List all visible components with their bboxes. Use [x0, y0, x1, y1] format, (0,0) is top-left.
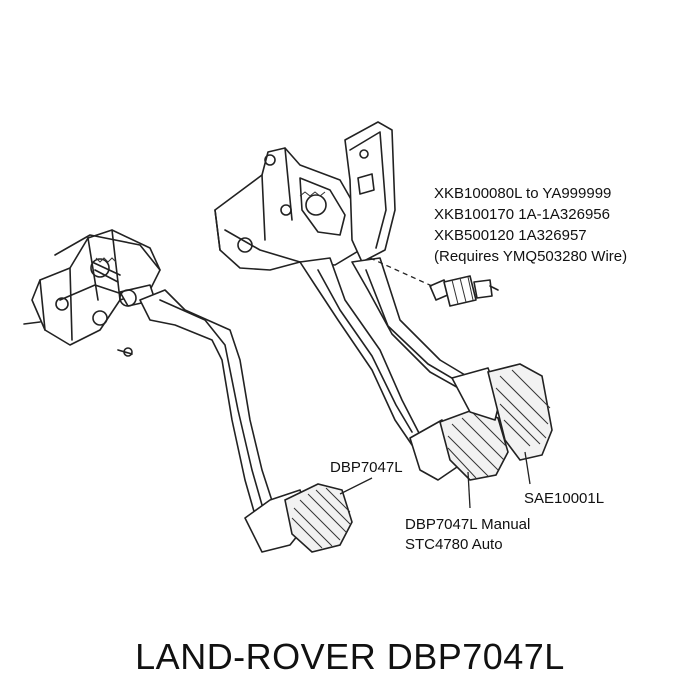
leader-lines [339, 451, 531, 509]
brake-switch [369, 257, 499, 307]
brake-pedal-label-manual: DBP7047L Manual [405, 516, 531, 533]
accelerator-pedal [451, 363, 553, 461]
switch-spec-line: (Requires YMQ503280 Wire) [434, 248, 628, 265]
accelerator-arm [351, 257, 471, 391]
clutch-bracket [23, 229, 161, 357]
switch-spec-line: XKB500120 1A326957 [434, 227, 587, 244]
clutch-pedal [244, 483, 353, 553]
part-caption: LAND-ROVER DBP7047L [135, 636, 565, 677]
brake-arm [299, 257, 421, 446]
clutch-pedal-label: DBP7047L [330, 459, 403, 476]
brake-pedal-label-auto: STC4780 Auto [405, 536, 503, 553]
clutch-arm [139, 289, 276, 521]
switch-spec-line: XKB100170 1A-1A326956 [434, 206, 610, 223]
switch-spec-callout: XKB100080L to YA999999 XKB100170 1A-1A32… [434, 183, 627, 267]
accelerator-pedal-label: SAE10001L [524, 490, 605, 507]
switch-spec-line: XKB100080L to YA999999 [434, 185, 612, 202]
brake-bracket [214, 121, 396, 271]
